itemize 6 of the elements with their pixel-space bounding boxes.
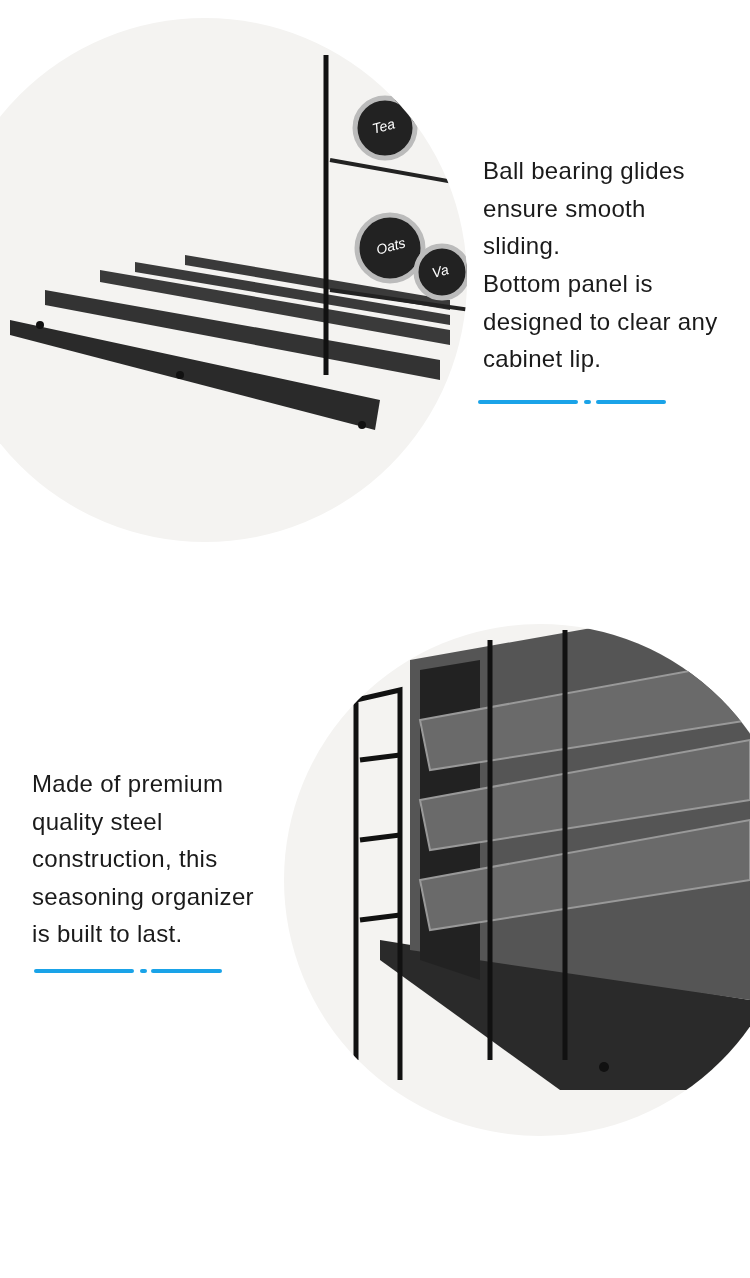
jar-label: Tea — [370, 115, 397, 137]
jar-label: Va — [430, 261, 451, 281]
feature-text: Made of premium quality steel construction, this seasoning organizer is built to last. — [32, 769, 255, 949]
jar-label: Oats — [374, 234, 408, 258]
feature-text: Bottom panel is designed to clear any cabinet lip. — [483, 269, 718, 374]
feature-text: Ball bearing glides ensure smooth sliding. — [483, 156, 686, 261]
